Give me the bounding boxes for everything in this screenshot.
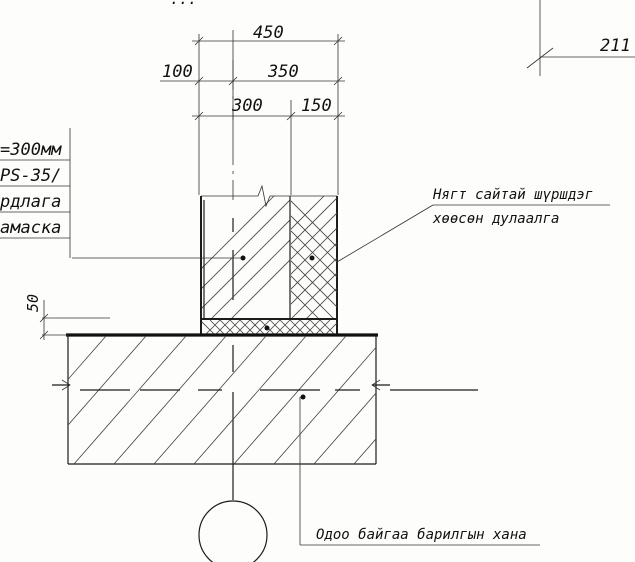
- dimension-lines: [160, 34, 345, 195]
- dim-offset: 100: [162, 62, 193, 82]
- existing-slab: [52, 333, 478, 465]
- axis-marker-circle: [198, 500, 268, 562]
- cut-title: ...: [170, 0, 197, 8]
- level-mark-value: 211: [600, 36, 631, 56]
- dim-insulation-width: 150: [301, 96, 332, 116]
- insulation-fill: [291, 196, 337, 318]
- dim-wall-width: 350: [267, 62, 299, 82]
- wall-block: [200, 184, 338, 334]
- insulation-callout-line-2: хөөсөн дулаалга: [432, 211, 559, 227]
- left-note-line-2: PS-35/: [0, 166, 61, 186]
- dim-gap-height: 50: [24, 294, 42, 312]
- existing-wall-callout: Одоо байгаа барилгын хана: [316, 527, 527, 543]
- left-note-line-1: =300мм: [0, 140, 62, 160]
- insulation-callout-line-1: Нягт сайтай шүршдэг: [432, 187, 593, 203]
- dim-block-width: 300: [231, 96, 263, 116]
- left-note-frame: [0, 128, 71, 258]
- dim-total-width: 450: [253, 23, 284, 43]
- left-note-line-3: рдлага: [0, 192, 61, 212]
- left-note-line-4: амаска: [0, 218, 61, 238]
- bottom-insulation-strip: [201, 318, 337, 334]
- center-axis: [198, 30, 268, 562]
- level-mark: [526, 0, 635, 76]
- leader-lines: [72, 204, 610, 546]
- gap-dimension: [39, 300, 110, 340]
